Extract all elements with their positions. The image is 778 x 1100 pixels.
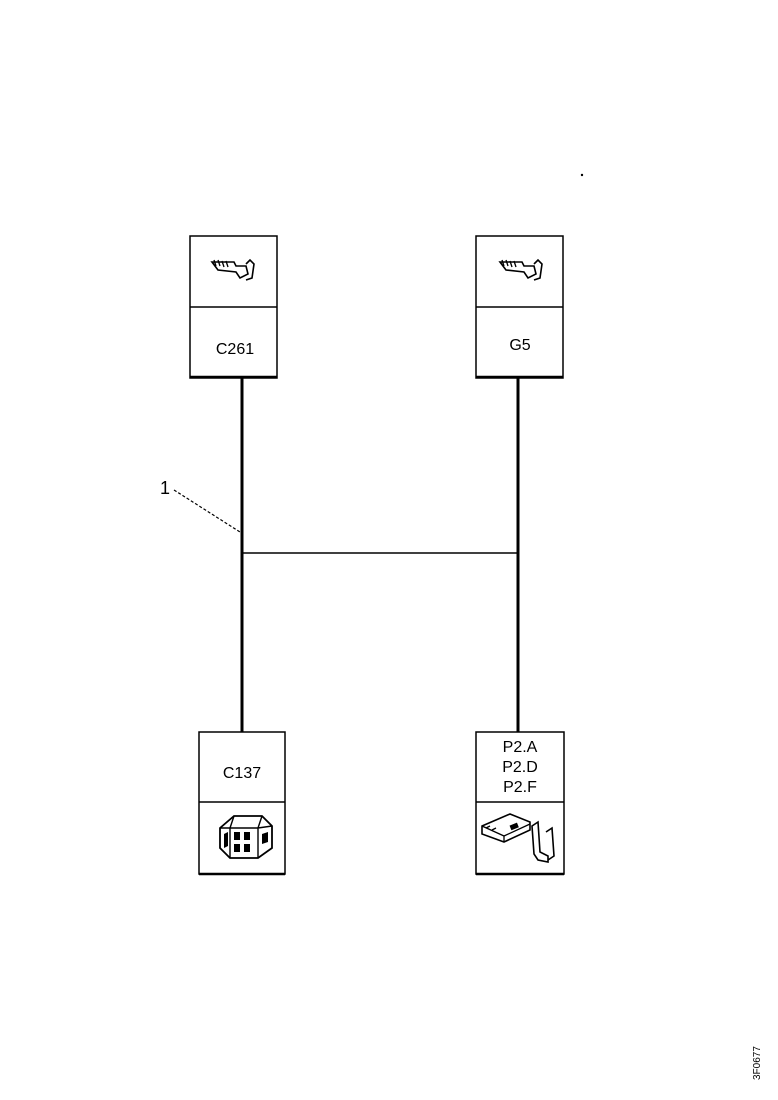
bracket-connector-icon [481,813,555,863]
callout-leader-line [173,489,241,533]
connector-c137-label: C137 [223,765,261,782]
callout-1: 1 [160,478,241,533]
terminal-pin-icon [210,258,255,281]
multi-pin-connector-icon [219,815,273,859]
connector-p2-pin-a: P2.A [503,739,538,756]
connector-c137-box[interactable]: C137 [198,731,286,876]
connector-c261-box[interactable]: C261 [189,235,278,379]
connector-g5-label: G5 [509,337,530,354]
connector-p2-box[interactable]: P2.A P2.D P2.F [475,731,565,876]
connector-p2-pin-f: P2.F [503,779,537,796]
connector-p2-pin-d: P2.D [502,759,538,776]
connector-g5-box[interactable]: G5 [475,235,564,379]
reference-code: 3F0677 [752,1046,763,1080]
callout-number: 1 [160,478,170,498]
stray-dot [580,173,584,177]
terminal-pin-icon [498,258,543,281]
connector-c261-label: C261 [216,341,254,358]
